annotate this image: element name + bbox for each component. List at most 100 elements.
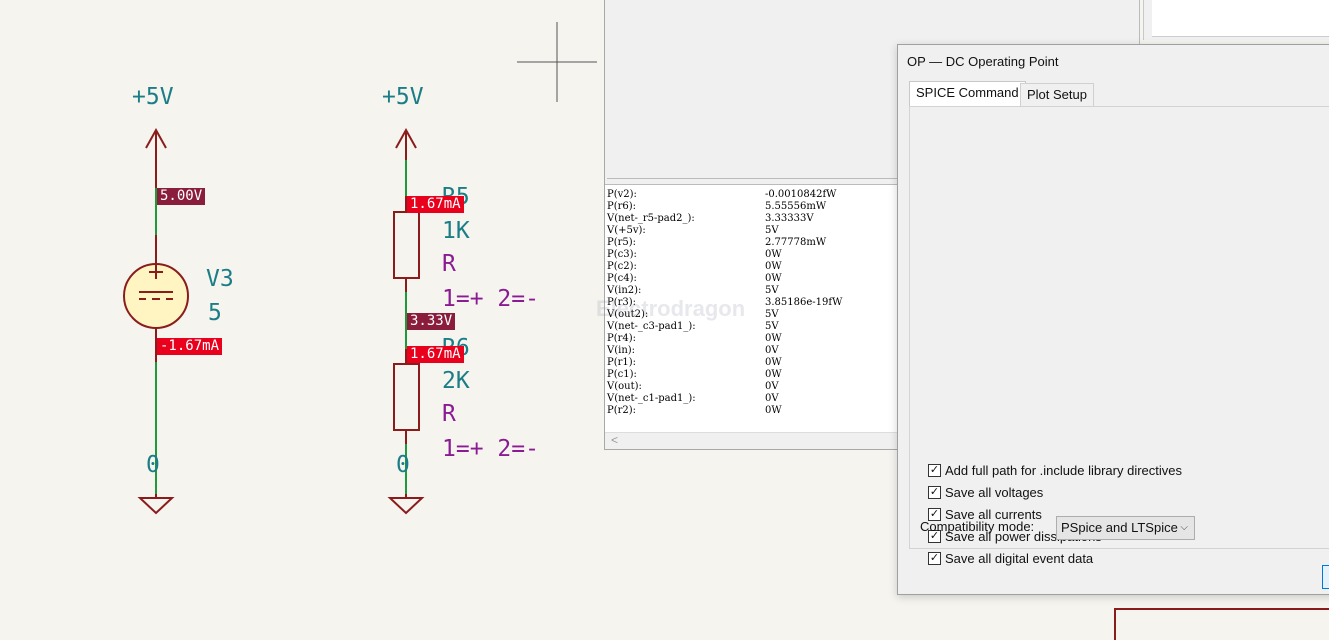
console-row: P(r5): 2.77778mW	[607, 237, 826, 249]
checkbox-row-full-path[interactable]: ✓ Add full path for .include library dir…	[928, 460, 1182, 480]
console-row-value: 2.77778mW	[765, 237, 827, 248]
save-digital-checkbox[interactable]: ✓	[928, 551, 941, 565]
save-voltages-checkbox[interactable]: ✓	[928, 485, 941, 499]
power-arrow-left	[145, 127, 167, 188]
console-row-value: 5V	[765, 321, 779, 332]
console-row: V(out):0V	[607, 381, 779, 393]
console-row-name: P(c3):	[607, 249, 637, 260]
watermark: Electrodragon	[596, 296, 746, 321]
r6-value[interactable]: 2K	[442, 368, 470, 394]
console-row-name: V(out):	[607, 381, 642, 392]
power-label-left: +5V	[132, 84, 174, 110]
console-row-value: 0W	[765, 357, 782, 368]
console-row-name: V(net-_r5-pad2_):	[607, 213, 695, 224]
ground-symbol-left	[137, 494, 175, 515]
console-row-value: 0W	[765, 273, 782, 284]
r5-type: R	[442, 251, 456, 277]
ground-symbol-right	[387, 494, 425, 515]
console-row-name: V(in2):	[607, 285, 642, 296]
console-row-value: 0V	[765, 393, 779, 404]
checkbox-row-currents[interactable]: ✓ Save all currents	[928, 504, 1042, 524]
tab-plot-setup[interactable]: Plot Setup	[1020, 83, 1094, 106]
tab-spice-command[interactable]: SPICE Command	[909, 81, 1026, 106]
console-row-value: 0W	[765, 405, 782, 416]
console-row-value: 5V	[765, 285, 779, 296]
console-row: V(net-_c1-pad1_): 0V	[607, 393, 779, 405]
simulator-console[interactable]: P(v2): -0.0010842fW P(r6): 5.55556mW V(net-_…	[605, 184, 905, 433]
console-row: V(in2): 5V	[607, 285, 779, 297]
resistor-r6-symbol[interactable]	[393, 363, 420, 431]
r5-pins: 1=+ 2=-	[442, 286, 539, 312]
console-row-value: 0W	[765, 333, 782, 344]
console-row-value: 3.33333V	[765, 213, 814, 224]
full-path-checkbox[interactable]: ✓	[928, 463, 941, 477]
current-tag-source: -1.67mA	[157, 338, 223, 355]
console-row-value: 0W	[765, 261, 782, 272]
console-row-name: P(r1):	[607, 357, 637, 368]
console-row-value: 0W	[765, 369, 782, 380]
console-row-value: 5V	[765, 225, 779, 236]
save-digital-label: Save all digital event data	[945, 550, 1094, 566]
scroll-left-icon[interactable]: <	[611, 433, 619, 447]
resistor-r5-symbol[interactable]	[393, 211, 420, 279]
power-label-right: +5V	[382, 84, 424, 110]
spice-command-editor[interactable]	[910, 107, 1329, 397]
console-row-name: P(v2):	[607, 189, 637, 200]
current-tag-r6: 1.67mA	[407, 346, 464, 363]
dialog-title: OP — DC Operating Point	[907, 54, 1059, 69]
console-row-name: V(out2):	[607, 309, 649, 320]
source-value[interactable]: 5	[208, 300, 222, 326]
console-row-name: P(r5):	[607, 237, 637, 248]
console-row-name: P(c1):	[607, 369, 637, 380]
full-path-label: Add full path for .include library direc…	[945, 462, 1183, 478]
console-row: P(c2): 0W	[607, 261, 782, 273]
compatibility-mode-value: PSpice and LTSpice	[1061, 520, 1178, 535]
console-horizontal-scrollbar[interactable]: <	[605, 432, 905, 449]
current-tag-r5: 1.67mA	[407, 196, 464, 213]
save-currents-label: Save all currents	[945, 506, 1042, 522]
dc-operating-point-dialog: OP — DC Operating Point SPICE Command Pl…	[897, 44, 1329, 595]
save-currents-checkbox[interactable]: ✓	[928, 507, 941, 521]
save-power-checkbox[interactable]: ✓	[928, 529, 941, 543]
console-row: V(in):0V	[607, 345, 779, 357]
save-voltages-label: Save all voltages	[945, 484, 1044, 500]
chevron-down-icon: ⌵	[1180, 522, 1188, 533]
console-row-name: P(r4):	[607, 333, 637, 344]
console-row-value: 5V	[765, 309, 779, 320]
console-row: P(c4):0W	[607, 273, 782, 285]
spice-command-panel: ✓ Add full path for .include library dir…	[909, 106, 1329, 566]
console-row-name: V(+5v):	[607, 225, 646, 236]
console-row-name: P(c2):	[607, 261, 637, 272]
console-row-name: V(net-_c1-pad1_):	[607, 393, 696, 404]
top-right-panel	[1143, 0, 1329, 40]
voltage-source-symbol[interactable]	[123, 263, 189, 329]
console-row: P(r1): 0W	[607, 357, 782, 369]
r6-pins: 1=+ 2=-	[442, 436, 539, 462]
console-row: P(r6): 5.55556mW	[607, 201, 826, 213]
console-row: P(r4): 0W	[607, 333, 782, 345]
console-row: P(r3): 3.85186e-19fW	[607, 297, 842, 309]
console-row-value: -0.0010842fW	[765, 189, 837, 200]
console-row: P(c1): 0W	[607, 369, 782, 381]
voltage-tag-source: 5.00V	[157, 188, 206, 205]
console-row-value: 0W	[765, 249, 782, 260]
ok-button[interactable]	[1322, 565, 1329, 589]
console-row-value: 5.55556mW	[765, 201, 827, 212]
r5-value[interactable]: 1K	[442, 218, 470, 244]
checkbox-row-voltages[interactable]: ✓ Save all voltages	[928, 482, 1043, 502]
console-row-name: P(r6):	[607, 201, 637, 212]
compatibility-mode-select[interactable]: PSpice and LTSpice ⌵	[1056, 516, 1195, 540]
r6-type: R	[442, 401, 456, 427]
console-row-name: V(in):	[607, 345, 636, 356]
console-row-name: V(net-_c3-pad1_):	[607, 321, 696, 332]
console-row-value: 3.85186e-19fW	[765, 297, 843, 308]
console-row-name: P(r3):	[607, 297, 637, 308]
checkbox-row-digital[interactable]: ✓ Save all digital event data	[928, 548, 1093, 568]
voltage-tag-mid: 3.33V	[407, 313, 456, 330]
ground-label-right: 0	[396, 452, 410, 478]
console-row: V(+5v): 5V	[607, 225, 779, 237]
console-row: P(v2): -0.0010842fW	[607, 189, 836, 201]
console-row: V(out2): 5V	[607, 309, 779, 321]
source-ref[interactable]: V3	[206, 266, 234, 292]
